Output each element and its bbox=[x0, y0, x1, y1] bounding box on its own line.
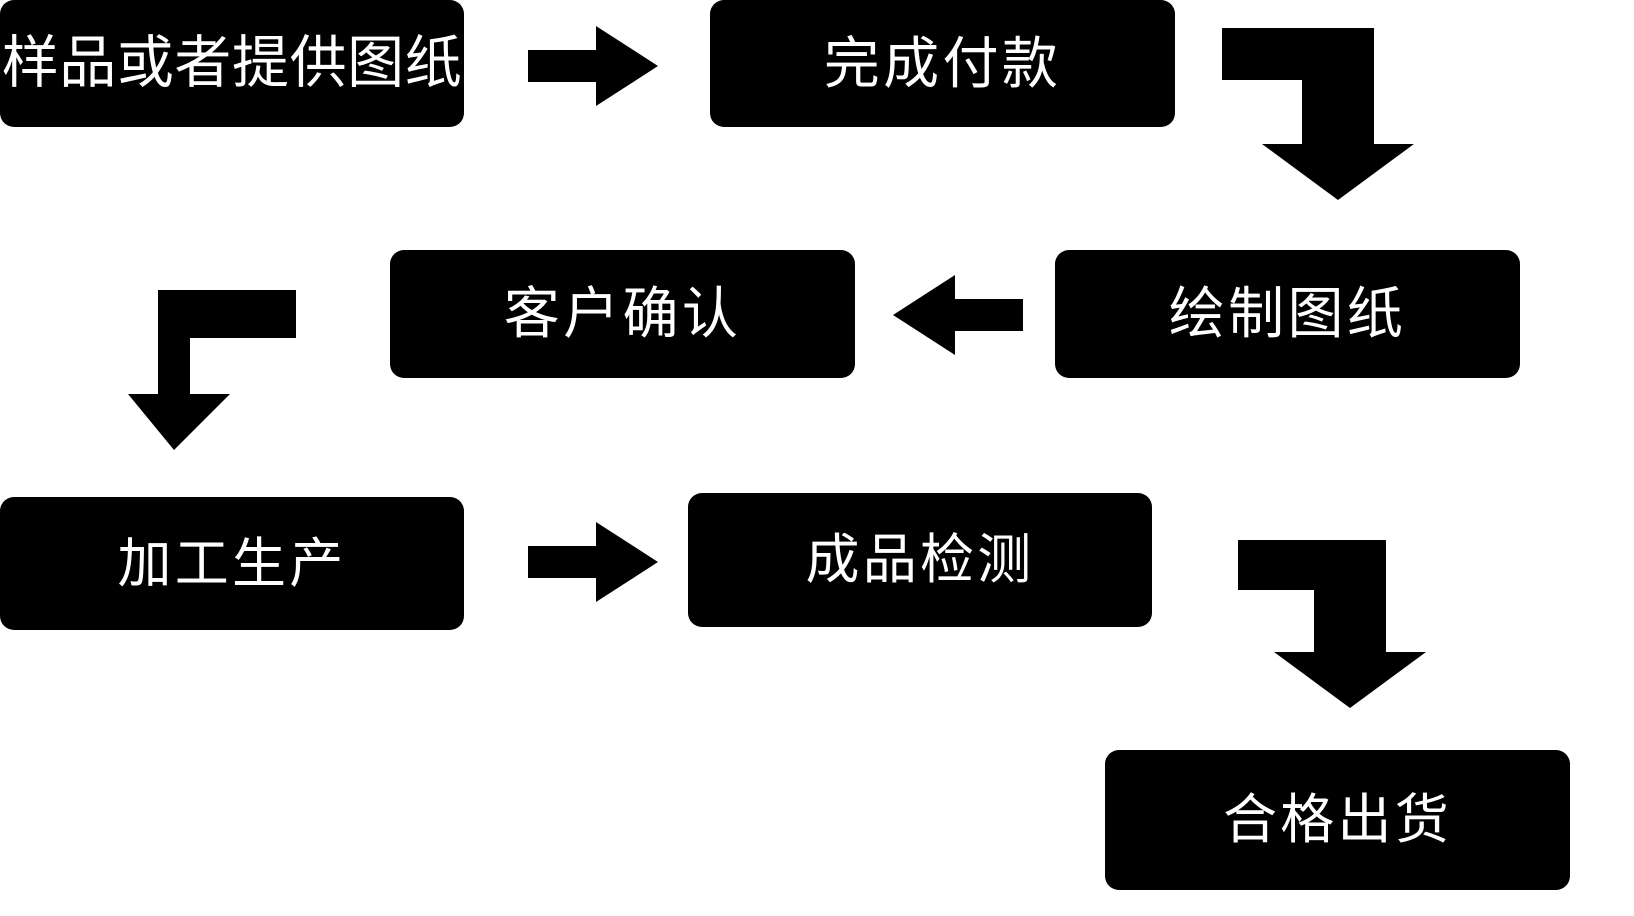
flow-node-sample[interactable]: 样品或者提供图纸 bbox=[0, 0, 464, 127]
flow-node-drawing-label: 绘制图纸 bbox=[1168, 282, 1407, 345]
connector-payment-to-drawing bbox=[1222, 28, 1422, 200]
flow-node-ship[interactable]: 合格出货 bbox=[1105, 750, 1570, 890]
flow-node-payment-label: 完成付款 bbox=[823, 31, 1062, 95]
flow-node-inspect-label: 成品检测 bbox=[805, 530, 1035, 590]
elbow-arrow-right-down-icon bbox=[1238, 540, 1426, 708]
flow-node-produce[interactable]: 加工生产 bbox=[0, 497, 464, 630]
connector-sample-to-payment bbox=[528, 26, 658, 106]
flow-node-payment[interactable]: 完成付款 bbox=[710, 0, 1175, 127]
arrow-left-icon bbox=[893, 275, 1023, 355]
flow-node-inspect[interactable]: 成品检测 bbox=[688, 493, 1152, 627]
flow-node-ship-label: 合格出货 bbox=[1223, 790, 1452, 850]
flow-node-confirm-label: 客户确认 bbox=[503, 282, 742, 345]
flow-node-produce-label: 加工生产 bbox=[117, 533, 347, 594]
elbow-arrow-left-down-icon bbox=[128, 290, 296, 450]
connector-drawing-to-confirm bbox=[893, 275, 1023, 355]
connector-inspect-to-ship bbox=[1238, 540, 1430, 708]
flow-node-confirm[interactable]: 客户确认 bbox=[390, 250, 855, 378]
flow-node-sample-label: 样品或者提供图纸 bbox=[1, 31, 463, 95]
flow-node-drawing[interactable]: 绘制图纸 bbox=[1055, 250, 1520, 378]
connector-produce-to-inspect bbox=[528, 522, 658, 602]
connector-confirm-to-produce bbox=[128, 290, 296, 450]
elbow-arrow-right-down-icon bbox=[1222, 28, 1414, 200]
arrow-right-icon bbox=[528, 522, 658, 602]
arrow-right-icon bbox=[528, 26, 658, 106]
